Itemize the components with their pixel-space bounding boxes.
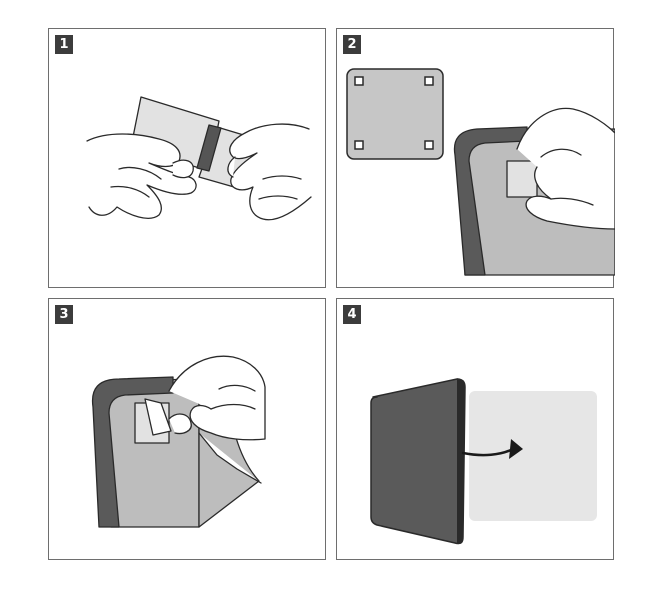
mount-to-wall-icon: [370, 378, 597, 545]
step-number-badge: 1: [55, 35, 73, 54]
step-number-badge: 4: [343, 305, 361, 324]
step-number-badge: 2: [343, 35, 361, 54]
step-number-badge: 3: [55, 305, 73, 324]
step-4-panel: 4: [336, 298, 614, 560]
remove-backing-film-icon: [91, 355, 266, 528]
peel-adhesive-pad-icon: [86, 96, 312, 221]
wall-area: [469, 391, 597, 521]
step-1-panel: 1: [48, 28, 326, 288]
arrow-right-icon: [461, 447, 515, 457]
attach-pad-to-corner-icon: [346, 68, 615, 276]
step-2-panel: 2: [336, 28, 615, 288]
step-3-panel: 3: [48, 298, 326, 560]
